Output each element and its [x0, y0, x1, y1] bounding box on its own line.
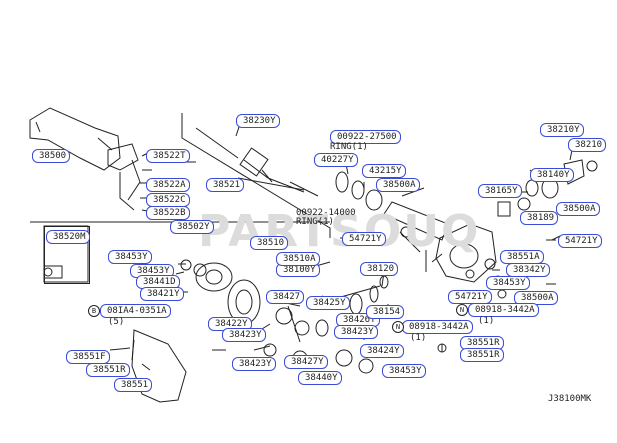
- callout-38342Y[interactable]: 38342Y: [506, 263, 550, 277]
- callout-38522B[interactable]: 38522B: [146, 206, 190, 220]
- callout-38551R-c[interactable]: 38551R: [460, 348, 504, 362]
- ring-label-1: RING(1): [330, 142, 368, 152]
- callout-08918-3442A-a[interactable]: 08918-3442A: [402, 320, 473, 334]
- callout-38189[interactable]: 38189: [520, 211, 559, 225]
- callout-38423Y-b[interactable]: 38423Y: [334, 325, 378, 339]
- callout-38165Y[interactable]: 38165Y: [478, 184, 522, 198]
- callout-38500A-b[interactable]: 38500A: [556, 202, 600, 216]
- circle-b-marker: B: [88, 305, 100, 317]
- callout-38502Y[interactable]: 38502Y: [170, 220, 214, 234]
- inset-box: [44, 226, 90, 284]
- circle-n-marker-2: N: [456, 304, 468, 316]
- callout-54721Y-b[interactable]: 54721Y: [558, 234, 602, 248]
- diff-carrier: [195, 262, 233, 292]
- callout-38551[interactable]: 38551: [114, 378, 153, 392]
- callout-08918-3442A-b[interactable]: 08918-3442A: [468, 303, 539, 317]
- callout-0814-0351A[interactable]: 08IA4-0351A: [100, 304, 171, 318]
- callout-38551R[interactable]: 38551R: [86, 363, 130, 377]
- callout-38510A[interactable]: 38510A: [276, 252, 320, 266]
- callout-38423Y-a[interactable]: 38423Y: [222, 328, 266, 342]
- callout-38154[interactable]: 38154: [366, 305, 405, 319]
- watermark-text: PARTSOUQ: [198, 206, 481, 257]
- callout-38440Y[interactable]: 38440Y: [298, 371, 342, 385]
- callout-38500[interactable]: 38500: [32, 149, 71, 163]
- callout-38210Y[interactable]: 38210Y: [540, 123, 584, 137]
- callout-38140Y[interactable]: 38140Y: [530, 168, 574, 182]
- callout-54721Y-c[interactable]: 54721Y: [448, 290, 492, 304]
- callout-00922-27500[interactable]: 00922-27500: [330, 130, 401, 144]
- callout-38510[interactable]: 38510: [250, 236, 289, 250]
- callout-38427[interactable]: 38427: [266, 290, 305, 304]
- callout-54721Y-a[interactable]: 54721Y: [342, 232, 386, 246]
- callout-38425Y[interactable]: 38425Y: [306, 296, 350, 310]
- callout-38520M[interactable]: 38520M: [46, 230, 90, 244]
- qty-label-3: (5): [108, 317, 125, 327]
- part-00922-14000: 00922-14000: [296, 208, 356, 218]
- callout-38453Y-a[interactable]: 38453Y: [108, 250, 152, 264]
- callout-38421Y[interactable]: 38421Y: [140, 287, 184, 301]
- callout-38551A[interactable]: 38551A: [500, 250, 544, 264]
- callout-40227Y[interactable]: 40227Y: [314, 153, 358, 167]
- callout-38453Y-d[interactable]: 38453Y: [486, 276, 530, 290]
- callout-38453Y-c[interactable]: 38453Y: [382, 364, 426, 378]
- callout-38500A-a[interactable]: 38500A: [376, 178, 420, 192]
- ring-label-2: RING(1): [296, 217, 334, 227]
- callout-38522T[interactable]: 38522T: [146, 149, 190, 163]
- callout-38521[interactable]: 38521: [206, 178, 245, 192]
- circle-n-marker-1: N: [392, 321, 404, 333]
- drive-shaft: [195, 127, 319, 197]
- callout-38423Y-c[interactable]: 38423Y: [232, 357, 276, 371]
- qty-label-1: (1): [410, 333, 427, 343]
- rear-cover: [131, 329, 187, 403]
- callout-38210[interactable]: 38210: [568, 138, 607, 152]
- callout-38120[interactable]: 38120: [360, 262, 399, 276]
- left-axle-housing: [29, 107, 121, 171]
- section-line-top: [181, 113, 331, 238]
- callout-38230[interactable]: 38230Y: [236, 114, 280, 128]
- callout-38522A[interactable]: 38522A: [146, 178, 190, 192]
- callout-38427Y[interactable]: 38427Y: [284, 355, 328, 369]
- callout-43215Y[interactable]: 43215Y: [362, 164, 406, 178]
- right-axle-tube: [383, 201, 449, 241]
- hose-bracket: [107, 143, 141, 211]
- callout-38522C[interactable]: 38522C: [146, 193, 190, 207]
- diagram-id: J38100MK: [548, 394, 592, 404]
- front-housing: [435, 223, 497, 283]
- callout-38424Y[interactable]: 38424Y: [360, 344, 404, 358]
- qty-label-2: (1): [478, 316, 495, 326]
- callout-38551F[interactable]: 38551F: [66, 350, 110, 364]
